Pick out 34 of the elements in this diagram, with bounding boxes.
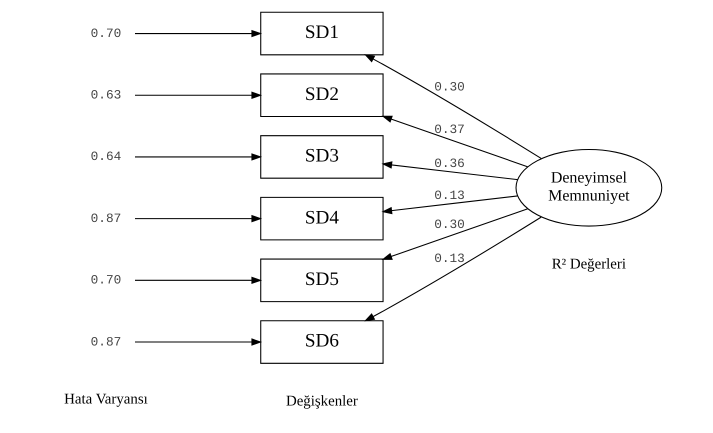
node-text: 0.87	[90, 334, 121, 350]
edge-label: 0.13	[434, 250, 464, 266]
arrow	[134, 276, 262, 284]
node-box: SD6	[260, 320, 384, 364]
edge-label: 0.13	[434, 188, 464, 204]
arrow	[134, 92, 262, 99]
node-box: SD3	[260, 135, 384, 179]
node-box: SD4	[260, 196, 384, 240]
node-text: 0.63	[90, 88, 121, 103]
edge-label: 0.37	[434, 122, 464, 138]
label: Hata Varyansı	[64, 391, 148, 408]
arrow	[134, 153, 262, 161]
node-text: 0.87	[90, 210, 121, 226]
arrow	[380, 195, 518, 214]
arrow	[134, 214, 262, 222]
arrow	[380, 161, 518, 180]
node-text: 0.70	[90, 272, 121, 288]
edge-label: 0.36	[434, 156, 464, 172]
arrow	[134, 30, 262, 38]
label: R² Değerleri	[551, 256, 626, 272]
edge-label: 0.30	[434, 216, 464, 232]
node-box: SD1	[260, 12, 384, 56]
arrow	[381, 116, 528, 168]
node-text: 0.64	[90, 149, 121, 164]
arrow	[364, 216, 541, 322]
node-box: SD5	[260, 258, 384, 302]
arrow	[381, 208, 528, 260]
node-box: SD2	[260, 73, 384, 118]
arrow	[364, 54, 541, 159]
node-ellipse: Deneyimsel Memnuniyet	[514, 148, 662, 227]
label: Değişkenler	[285, 394, 358, 410]
arrow	[134, 338, 262, 346]
node-text: 0.70	[90, 26, 121, 41]
edge-label: 0.30	[434, 80, 464, 95]
